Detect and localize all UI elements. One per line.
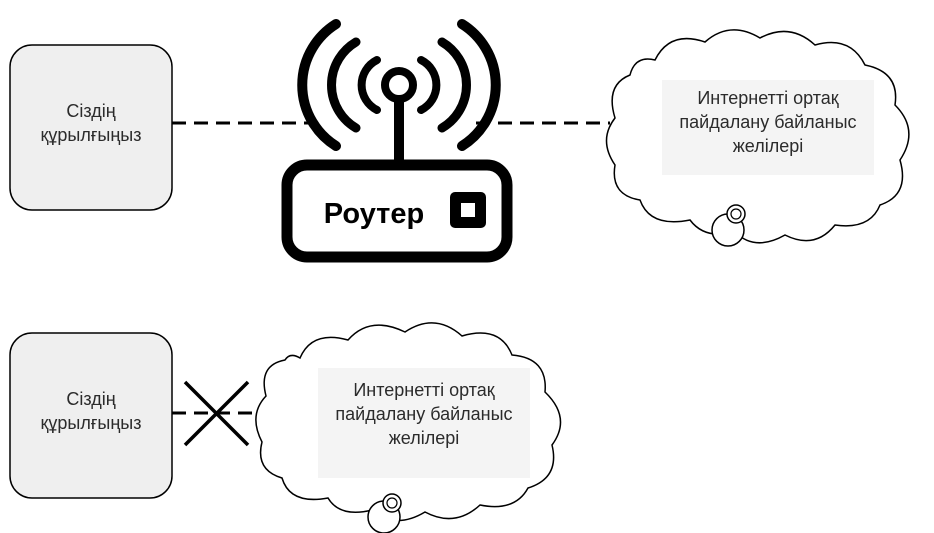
top-cloud-label-line2: пайдалану байланыс [679, 112, 856, 132]
bottom-device-box: Сіздің құрылғыңыз [9, 332, 173, 499]
top-device-box: Сіздің құрылғыңыз [9, 44, 173, 211]
bottom-cloud-label-line2: пайдалану байланыс [335, 404, 512, 424]
top-cloud-label-line1: Интернетті ортақ [697, 88, 838, 108]
top-device-label-line1: Сіздің [66, 101, 115, 121]
bottom-internet-cloud: Интернетті ортақ пайдалану байланыс желі… [255, 322, 562, 533]
top-internet-cloud: Интернетті ортақ пайдалану байланыс желі… [605, 29, 910, 247]
bottom-device-label-line2: құрылғыңыз [41, 413, 142, 433]
top-cloud-label-line3: желілері [733, 136, 803, 156]
top-device-label-line2: құрылғыңыз [41, 125, 142, 145]
bottom-device-label-line1: Сіздің [66, 389, 115, 409]
router-icon: Роутер [281, 19, 513, 263]
no-connection-x-icon [183, 380, 250, 447]
bottom-cloud-label-line1: Интернетті ортақ [353, 380, 494, 400]
router-label: Роутер [324, 198, 424, 230]
bottom-cloud-label-line3: желілері [389, 428, 459, 448]
